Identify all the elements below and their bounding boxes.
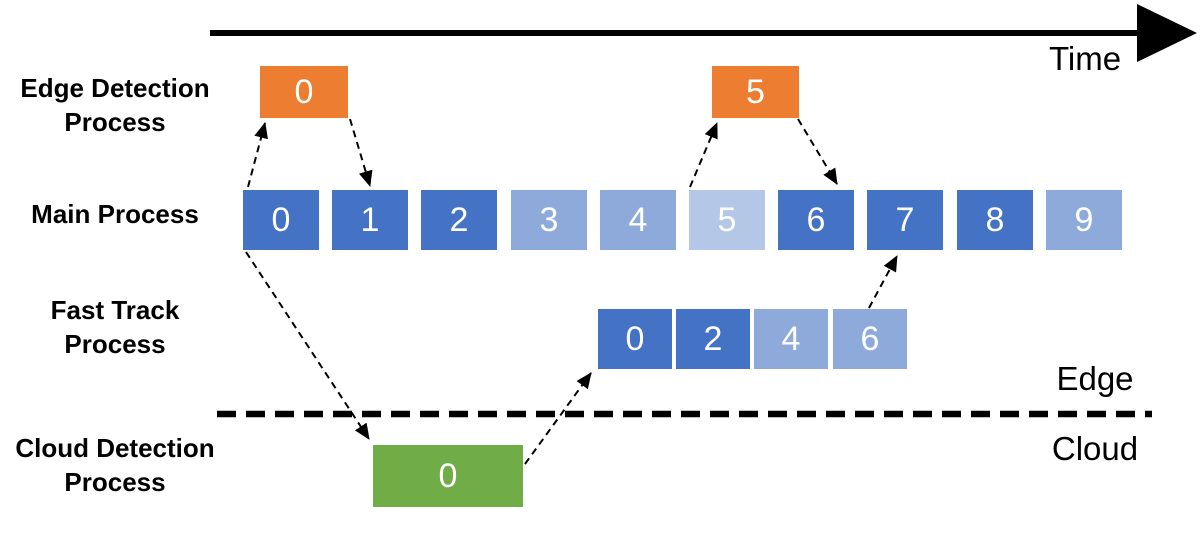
main-box-2: 2 bbox=[421, 190, 497, 250]
main-box-0: 0 bbox=[243, 190, 319, 250]
fast-track-box-6: 6 bbox=[833, 309, 907, 369]
row-label-fast-track-process: Fast Track Process bbox=[50, 295, 180, 359]
edge-region-label: Edge bbox=[1056, 360, 1134, 397]
row-label-main-process: Main Process bbox=[31, 199, 199, 229]
arrow-main5-to-edge5 bbox=[689, 122, 718, 188]
time-axis-label: Time bbox=[1048, 40, 1122, 77]
main-box-6: 6 bbox=[778, 190, 854, 250]
fast-track-box-4: 4 bbox=[754, 309, 828, 369]
edge-detection-box-0: 0 bbox=[260, 66, 348, 118]
main-box-3: 3 bbox=[511, 190, 587, 250]
main-box-8: 8 bbox=[957, 190, 1033, 250]
main-box-5: 5 bbox=[689, 190, 765, 250]
main-box-7: 7 bbox=[867, 190, 943, 250]
arrow-fast6-to-main7 bbox=[868, 255, 898, 309]
fast-track-box-0: 0 bbox=[598, 309, 672, 369]
edge-detection-box-5: 5 bbox=[712, 66, 799, 118]
row-label-cloud-detection-process: Cloud Detection Process bbox=[15, 433, 215, 497]
arrow-edge0-to-main1 bbox=[349, 118, 373, 187]
arrow-cloud0-to-fast0 bbox=[524, 372, 592, 465]
cloud-region-label: Cloud bbox=[1051, 430, 1139, 467]
main-box-9: 9 bbox=[1046, 190, 1122, 250]
cloud-detection-box-0: 0 bbox=[373, 445, 523, 507]
time-axis-arrow bbox=[210, 4, 1197, 62]
fast-track-box-2: 2 bbox=[676, 309, 750, 369]
arrow-edge5-to-main6 bbox=[797, 118, 838, 185]
main-box-1: 1 bbox=[332, 190, 408, 250]
arrow-main0-to-edge0 bbox=[247, 122, 268, 188]
arrow-main0-to-cloud0 bbox=[245, 251, 370, 440]
row-label-edge-detection-process: Edge Detection Process bbox=[20, 73, 210, 137]
main-box-4: 4 bbox=[600, 190, 676, 250]
